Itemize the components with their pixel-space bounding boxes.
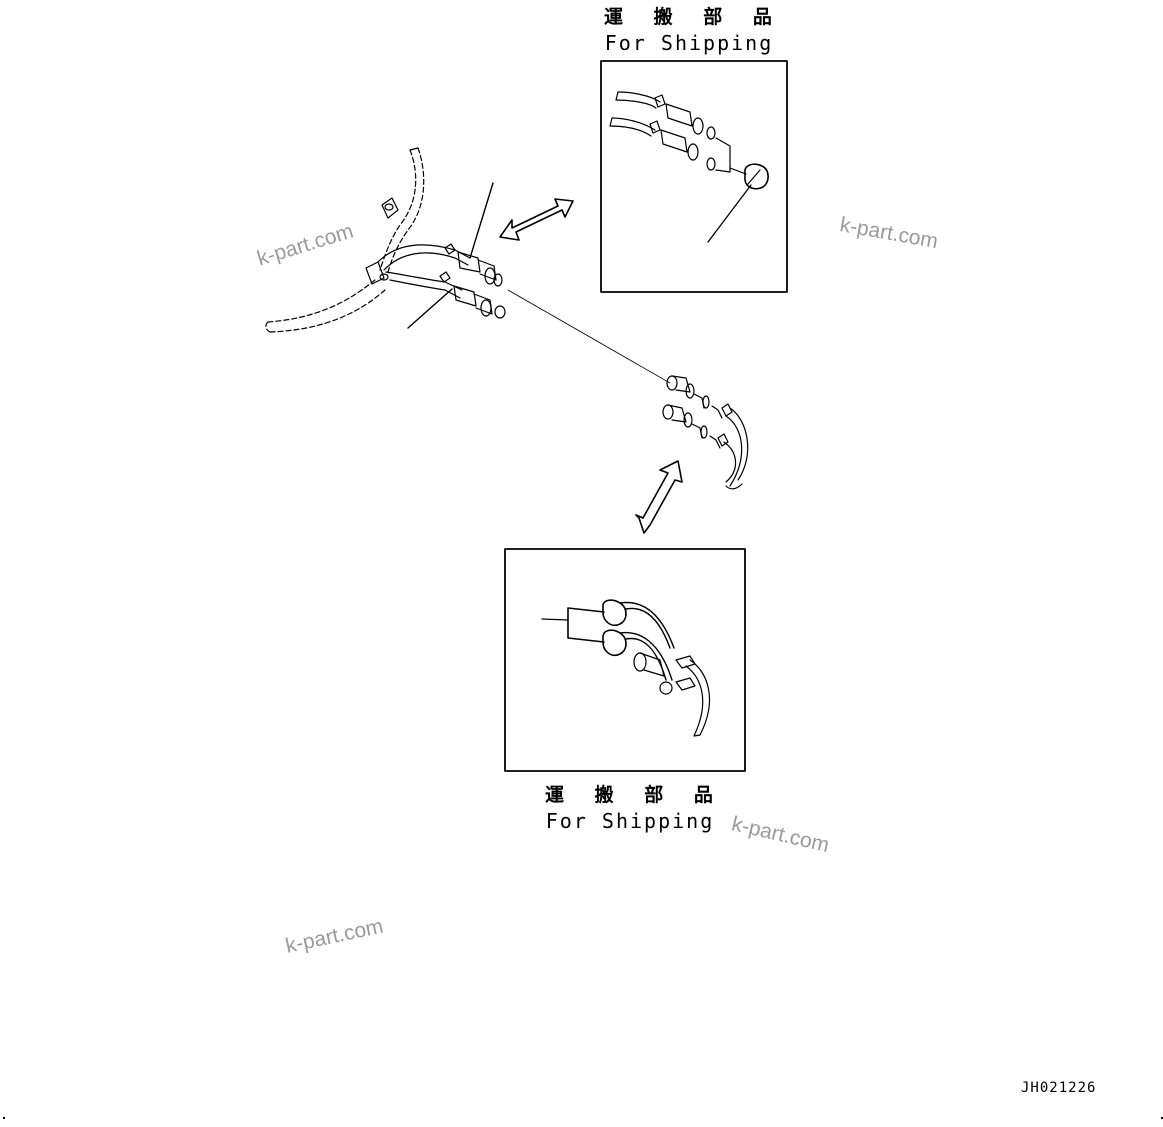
top-callout-jp-label: 運 搬 部 品 [604, 6, 784, 28]
drawing-code: JH021226 [1021, 1080, 1097, 1096]
corner-mark [3, 1117, 5, 1119]
bottom-callout: 運 搬 部 品 For Shipping [545, 780, 715, 833]
bottom-callout-jp-label: 運 搬 部 品 [545, 784, 725, 806]
bottom-callout-en-label: For Shipping [545, 809, 715, 833]
bottom-inset-drawing [541, 599, 711, 737]
top-callout: 運 搬 部 品 For Shipping [604, 2, 774, 55]
double-arrow-upper [499, 198, 574, 241]
corner-mark [1161, 1117, 1163, 1119]
connection-line [507, 289, 671, 384]
leader-line-upper [469, 182, 494, 259]
main-hose-assembly [265, 147, 506, 333]
bottom-inset-frame [504, 548, 746, 772]
top-inset-frame [600, 60, 788, 293]
top-callout-en-label: For Shipping [604, 31, 774, 55]
double-arrow-lower [635, 460, 683, 534]
leader-line-lower [407, 288, 453, 329]
right-hose-ends [662, 375, 749, 490]
top-inset-drawing [609, 91, 769, 243]
